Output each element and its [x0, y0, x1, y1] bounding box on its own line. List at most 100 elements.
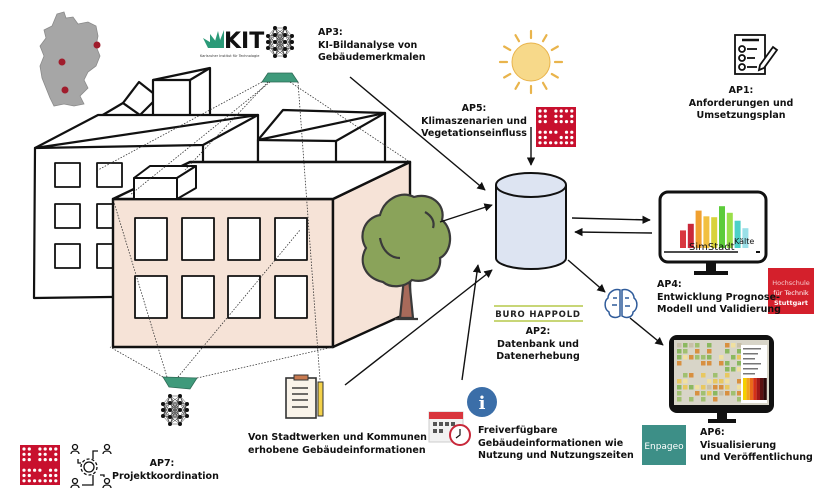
simstadt-bar — [719, 206, 725, 248]
logo-dot — [22, 479, 26, 483]
map-block — [677, 343, 682, 348]
map-block — [725, 367, 730, 372]
logo-dot — [570, 130, 574, 134]
svg-text:für Technik: für Technik — [773, 289, 809, 297]
map-block — [731, 367, 736, 372]
kit-logo-subtitle: Karlsruher Institut für Technologie — [200, 54, 259, 58]
simstadt-bar — [726, 212, 733, 248]
map-block — [725, 379, 730, 384]
logo-dot — [538, 141, 542, 145]
logo-dot — [22, 458, 26, 462]
logo-dot — [564, 109, 569, 113]
open-data-label: Freiverfügbare Gebäudeinformationen wie … — [478, 425, 634, 461]
nn-node — [283, 54, 287, 58]
map-block — [719, 391, 724, 396]
logo-dot — [570, 141, 574, 145]
logo-dot — [559, 114, 563, 118]
logo-dot — [48, 473, 53, 478]
ap5-label: AP5: Klimaszenarien und Vegetationseinfl… — [421, 103, 527, 139]
nn-node — [168, 415, 172, 419]
map-block — [689, 343, 694, 348]
map-block — [683, 343, 688, 348]
map-block — [677, 391, 682, 396]
map-block — [695, 391, 700, 396]
logo-dot — [543, 109, 547, 113]
map-panel-text-line — [743, 348, 761, 350]
logo-dot — [27, 447, 31, 451]
nn-node — [161, 408, 165, 412]
nn-node — [273, 33, 277, 37]
buro-happold-text: BURO HAPPOLD — [495, 310, 581, 320]
logo-dot — [559, 120, 563, 124]
ap7-label: AP7: Projektkoordination — [112, 458, 219, 482]
map-block — [713, 379, 718, 384]
map-block — [707, 355, 712, 360]
logo-dot — [22, 468, 26, 472]
logo-dot — [43, 473, 47, 478]
dot-logo-ap5 — [536, 107, 576, 147]
database-icon[interactable] — [495, 172, 567, 270]
map-legend-swatch — [756, 378, 760, 400]
sun-ray — [541, 81, 548, 90]
logo-dot — [559, 109, 563, 113]
map-block — [737, 391, 742, 396]
simstadt-monitor: SimStadt Kälte — [658, 190, 768, 275]
map-block — [719, 385, 724, 390]
nn-node — [290, 46, 294, 50]
simstadt-suffix-text: Kälte — [734, 237, 754, 246]
nn-node — [266, 40, 270, 44]
logo-dot — [22, 447, 26, 451]
svg-text:Hochschule: Hochschule — [772, 279, 810, 287]
map-legend-swatch — [763, 378, 767, 400]
logo-dot — [554, 141, 558, 145]
nn-node — [266, 34, 270, 38]
map-block — [713, 373, 718, 378]
clipboard-icon — [285, 374, 324, 419]
drone-top — [97, 72, 411, 381]
map-block — [737, 361, 742, 366]
nn-node — [168, 401, 172, 405]
map-block — [695, 343, 700, 348]
logo-dot — [554, 114, 558, 118]
enpageo-logo: Enpageo — [642, 425, 686, 465]
map-block — [701, 373, 706, 378]
logo-dot — [33, 479, 37, 483]
dot-logo-ap7 — [20, 445, 60, 485]
map-block — [689, 385, 694, 390]
logo-dot — [543, 141, 547, 145]
map-panel-text-line — [743, 358, 755, 360]
map-block — [737, 355, 742, 360]
nn-node — [178, 394, 182, 398]
map-block — [713, 397, 718, 402]
ap1-label: AP1: Anforderungen und Umsetzungsplan — [688, 85, 794, 121]
simstadt-bar — [711, 217, 718, 248]
map-block — [695, 385, 700, 390]
logo-dot — [538, 114, 542, 118]
map-block — [701, 355, 706, 360]
simstadt-bar — [680, 230, 686, 248]
logo-dot — [538, 109, 542, 113]
map-block — [731, 391, 736, 396]
logo-dot — [564, 120, 569, 124]
svg-text:Stuttgart: Stuttgart — [774, 299, 808, 307]
map-block — [719, 379, 724, 384]
map-panel-text-line — [743, 373, 755, 375]
nn-node — [290, 40, 294, 44]
map-block — [707, 343, 712, 348]
map-block — [725, 361, 730, 366]
map-block — [677, 379, 682, 384]
simstadt-bar — [734, 220, 741, 248]
sun-ray — [514, 81, 521, 90]
logo-dot — [38, 468, 42, 472]
map-block — [677, 385, 682, 390]
nn-node — [283, 33, 287, 37]
calendar-info-icon: i — [428, 387, 497, 446]
svg-text:Enpageo: Enpageo — [644, 442, 684, 452]
nn-node — [178, 408, 182, 412]
checklist-icon — [734, 34, 779, 75]
map-block — [683, 355, 688, 360]
logo-dot — [38, 458, 42, 462]
sun-ray — [514, 34, 521, 43]
map-block — [683, 385, 688, 390]
